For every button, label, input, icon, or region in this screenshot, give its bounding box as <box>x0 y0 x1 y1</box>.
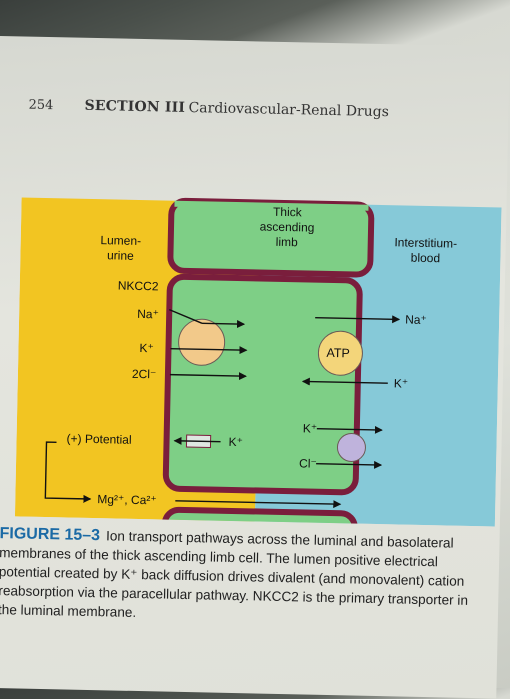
cation-arrow <box>175 500 342 509</box>
section-title: Cardiovascular-Renal Drugs <box>188 99 390 121</box>
na-in-arrow <box>202 320 246 329</box>
k-atp-arrow <box>301 377 388 386</box>
atp-label: ATP <box>326 345 350 361</box>
k-back-arrow <box>173 436 221 445</box>
k-atp-label: K⁺ <box>393 376 409 391</box>
cations-label: Mg²⁺, Ca²⁺ <box>97 492 157 508</box>
atp-pump <box>317 330 363 376</box>
interstitium-label: Interstitium- blood <box>394 235 458 266</box>
na-in-label: Na⁺ <box>137 306 160 322</box>
figure-label: FIGURE 15–3 <box>0 525 101 545</box>
k-basolateral-label: K⁺ <box>302 421 318 436</box>
section-label: SECTION III <box>84 97 186 116</box>
nkcc2-transporter <box>178 318 226 366</box>
limb-column <box>174 200 369 211</box>
paracellular-path <box>44 441 92 503</box>
cell-main <box>162 273 363 496</box>
lumen-label: Lumen- urine <box>100 233 142 263</box>
book-page: 254 SECTION III Cardiovascular-Renal Dru… <box>0 36 510 699</box>
page-number: 254 <box>28 97 54 114</box>
k-back-label: K⁺ <box>228 434 244 450</box>
na-out-arrow <box>315 315 401 324</box>
k-in-arrow <box>170 346 248 355</box>
cl-basolateral-label: Cl⁻ <box>298 456 317 471</box>
cl-channel <box>336 432 366 462</box>
figure-drawing <box>14 197 502 527</box>
na-out-label: Na⁺ <box>405 312 427 327</box>
cell-bottom <box>161 506 358 527</box>
k-in-label: K⁺ <box>139 340 154 356</box>
nkcc2-label: NKCC2 <box>117 278 159 294</box>
limb-label: Thick ascending limb <box>259 204 315 250</box>
running-header: 254 SECTION III Cardiovascular-Renal Dru… <box>28 94 488 128</box>
cl-in-label: 2Cl⁻ <box>131 366 157 382</box>
na-in-line <box>169 308 203 324</box>
cl-in-arrow <box>169 372 247 381</box>
cl-basolateral-arrow <box>316 460 383 469</box>
potential-label: (+) Potential <box>66 431 132 447</box>
k-basolateral-arrow <box>316 425 383 434</box>
ion-transport-figure: Thick ascending limb Lumen- urine Inters… <box>14 161 502 527</box>
